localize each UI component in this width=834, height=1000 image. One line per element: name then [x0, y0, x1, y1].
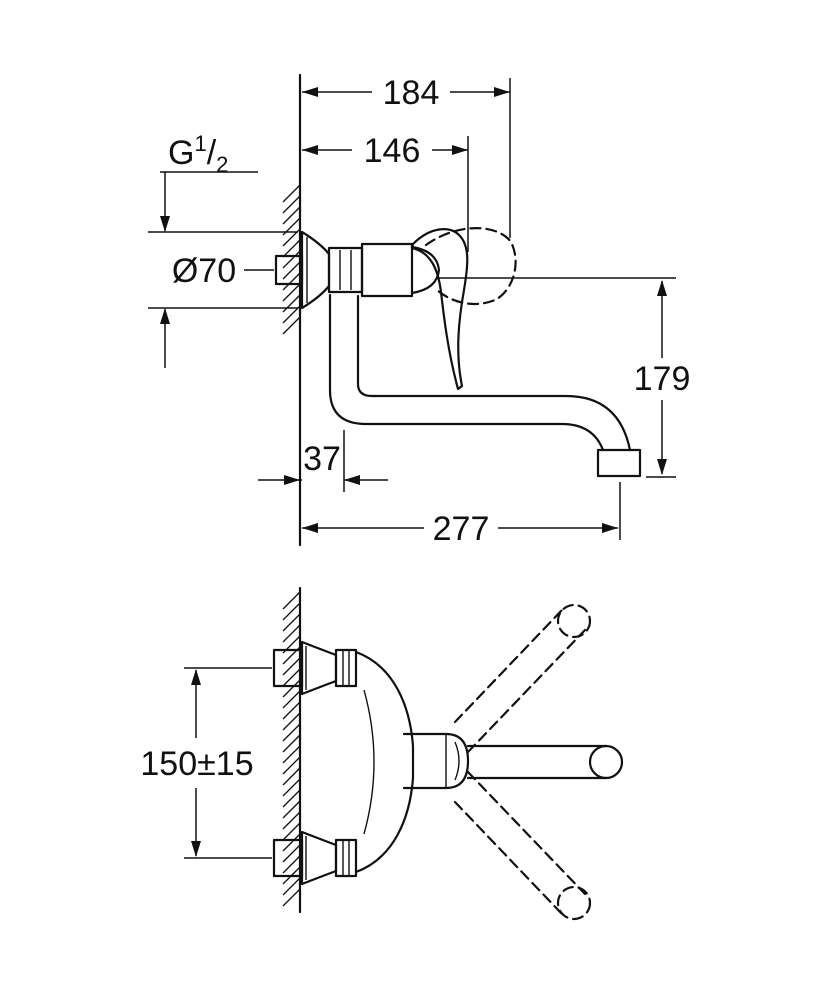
mounting-nut-lower-facets	[342, 841, 350, 875]
arrowhead	[302, 523, 318, 533]
dimension-184-label: 184	[383, 74, 440, 112]
mounting-nut	[327, 246, 364, 294]
dimension-277: 277	[302, 482, 621, 548]
faucet-side	[244, 227, 642, 478]
arrowhead	[344, 475, 360, 485]
arrowhead	[160, 216, 170, 232]
mixer-body-plan	[354, 650, 415, 874]
arrowhead	[452, 145, 468, 155]
dimension-150-label: 150±15	[140, 745, 253, 783]
mounting-nut-facets	[339, 250, 352, 290]
dimension-179: 179	[437, 277, 691, 478]
dimension-277-lines	[302, 482, 621, 540]
escutcheon-lower	[300, 830, 338, 886]
dimension-146-label: 146	[364, 132, 421, 170]
swivel-lower-lines	[453, 770, 587, 916]
dimension-150-lines	[184, 667, 272, 859]
dimension-179-label: 179	[634, 360, 691, 398]
supply-connection-stub	[274, 254, 304, 286]
spout-outlet-end	[588, 744, 624, 780]
arrowhead	[302, 87, 318, 97]
lever-handle	[410, 228, 469, 391]
arrowhead	[284, 475, 300, 485]
arrowhead	[191, 669, 201, 685]
spout-aerator	[596, 448, 642, 478]
wall-hatching	[282, 184, 301, 335]
arrowhead	[602, 523, 618, 533]
swivel-range	[453, 603, 592, 921]
cartridge-cap	[410, 245, 441, 295]
arrowhead	[302, 145, 318, 155]
arrowhead	[160, 308, 170, 324]
dimension-37: 37	[258, 430, 388, 492]
escutcheon-upper	[300, 640, 338, 696]
swivel-upper-lines	[453, 608, 587, 754]
dimension-179-lines	[437, 277, 676, 478]
dimension-dia70: Ø70	[148, 172, 298, 368]
wall-hatching	[282, 591, 301, 907]
arrowhead	[657, 280, 667, 296]
dimension-277-label: 277	[433, 510, 490, 548]
mounting-nut-upper	[334, 648, 358, 688]
dimension-146: 146	[302, 132, 469, 252]
lever-cap-contour	[454, 741, 460, 781]
thread-size-callout: G1/2	[160, 131, 258, 177]
thread-size-label: G1/2	[168, 131, 228, 177]
faucet-plan	[272, 640, 624, 886]
arrowhead	[657, 459, 667, 475]
lever-handle-raised-position	[424, 227, 517, 306]
side-view: 184 146 G1/2 Ø70 179 37	[148, 73, 691, 548]
mounting-nut-lower	[334, 838, 358, 878]
dimension-150: 150±15	[140, 667, 272, 859]
dimension-184: 184	[302, 74, 511, 238]
dimension-dia70-label: Ø70	[172, 252, 236, 290]
swivel-upper-outlet	[556, 603, 592, 639]
spout-inner-edge	[356, 294, 632, 452]
arrowhead	[191, 841, 201, 857]
plan-view: 150±15	[140, 586, 624, 921]
escutcheon	[300, 230, 331, 310]
arrowhead	[494, 87, 510, 97]
mounting-nut-upper-facets	[342, 651, 350, 685]
dimension-37-label: 37	[303, 440, 341, 478]
spout-outer-edge	[328, 293, 605, 452]
dimension-dia70-lines	[148, 172, 298, 368]
cartridge-housing	[402, 732, 470, 790]
body-contour-line	[363, 689, 375, 835]
spout-plan-edges	[466, 744, 608, 780]
swivel-lower-outlet	[556, 885, 592, 921]
mixer-body	[360, 242, 414, 298]
